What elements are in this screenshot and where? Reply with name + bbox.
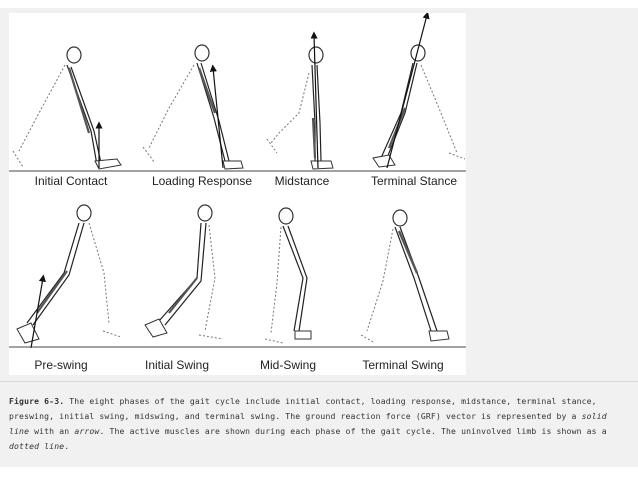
phase-figure-terminal-swing [360,209,450,344]
phase-figure-terminal-stance [372,13,466,169]
phase-figure-mid-swing [264,207,312,344]
caption-text: . The active muscles are shown during ea… [99,426,607,436]
phase-label: Initial Swing [145,358,209,372]
caption-text: The eight phases of the gait cycle inclu… [9,396,597,421]
phase-label: Midstance [275,174,330,188]
caption-text: . [64,441,70,451]
phase-label: Pre-swing [34,358,87,372]
caption-divider [0,381,638,382]
figure-caption: Figure 6-3. The eight phases of the gait… [9,394,627,454]
phase-figure-loading-response [142,44,244,170]
caption-emphasis: arrow [74,426,100,436]
phase-label: Mid-Swing [260,358,316,372]
phase-figure-initial-swing [144,204,224,340]
caption-label: Figure 6-3. [9,396,65,406]
phase-figure-initial-contact [12,46,122,170]
caption-text: with an [29,426,75,436]
phase-label: Initial Contact [35,174,108,188]
caption-emphasis: dotted line [9,441,65,451]
phase-figure-pre-swing [16,204,122,349]
caption-emphasis: solid line [9,411,607,436]
phase-label: Loading Response [152,174,252,188]
phase-label: Terminal Stance [371,174,457,188]
gait-cycle-illustration: Initial Contact Loading Response Midstan… [9,13,466,372]
phase-label: Terminal Swing [362,358,443,372]
phase-figure-midstance [266,31,334,170]
gait-figure: Initial Contact Loading Response Midstan… [9,13,466,375]
